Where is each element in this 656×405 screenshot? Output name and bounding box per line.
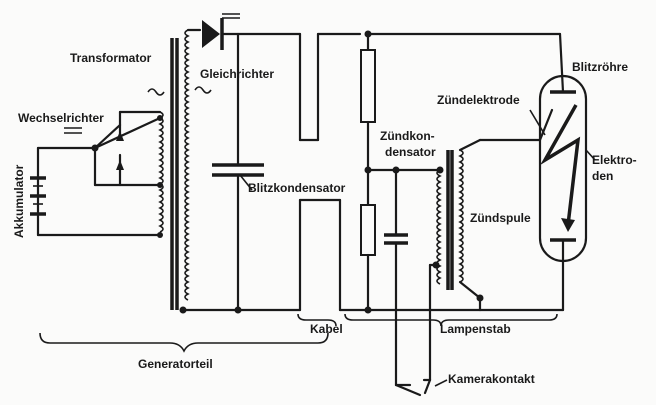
resistor-chain (360, 30, 562, 314)
label-gleichrichter: Gleichrichter (200, 67, 274, 81)
label-kabel: Kabel (310, 322, 343, 336)
ignition-coil (422, 138, 542, 382)
flash-tube (478, 32, 596, 312)
lampenstab-brace (344, 313, 558, 327)
label-elektroden-2: den (592, 169, 613, 183)
ac-symbols (147, 86, 212, 96)
label-zuendelektrode: Zündelektrode (437, 93, 520, 107)
rectifier-diode (202, 13, 302, 50)
label-elektroden-1: Elektro- (592, 153, 637, 167)
camera-contact (394, 378, 448, 397)
label-zuendkondensator-1: Zündkon- (380, 129, 435, 143)
generator-brace (39, 332, 329, 353)
label-wechselrichter: Wechselrichter (18, 111, 104, 125)
label-blitzroehre: Blitzröhre (572, 60, 628, 74)
label-generatorteil: Generatorteil (138, 357, 213, 371)
label-akkumulator: Akkumulator (12, 164, 26, 238)
label-transformator: Transformator (70, 51, 152, 65)
label-blitzkondensator: Blitzkondensator (248, 181, 346, 195)
label-lampenstab: Lampenstab (440, 322, 511, 336)
label-zuendspule: Zündspule (470, 211, 531, 225)
flash-capacitor (212, 32, 264, 314)
label-kamerakontakt: Kamerakontakt (448, 372, 535, 386)
transformer-symbol (158, 28, 302, 314)
label-zuendkondensator-2: densator (385, 145, 436, 159)
ignition-capacitor (366, 166, 444, 387)
battery-symbol (30, 146, 162, 237)
inverter-switch (64, 110, 163, 238)
cable-lines (297, 32, 482, 327)
